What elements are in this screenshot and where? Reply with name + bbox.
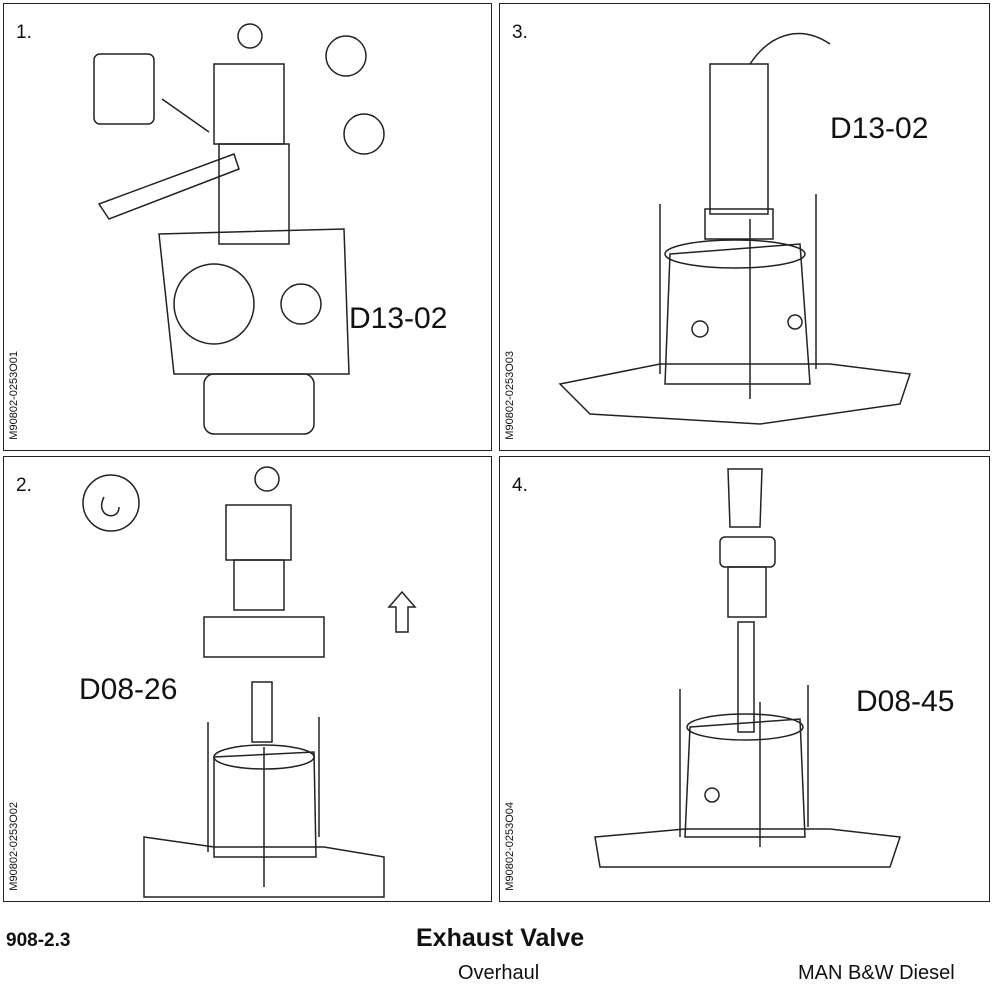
figure-panel-2: 2. D08-26 M90802-0253O02 <box>3 456 492 902</box>
figure-id: M90802-0253O02 <box>8 802 20 891</box>
valve-drawing-4 <box>594 468 902 868</box>
page-subtitle: Overhaul <box>458 962 540 984</box>
valve-drawing-3 <box>558 32 912 425</box>
figure-panel-4: 4. D08-45 M90802-0253O04 <box>499 456 990 902</box>
tool-code: D13-02 <box>349 302 448 335</box>
figure-id: M90802-0253O04 <box>504 802 516 891</box>
figure-id: M90802-0253O03 <box>504 351 516 440</box>
brand-name: MAN B&W Diesel <box>798 962 955 984</box>
valve-drawing-2 <box>82 466 417 898</box>
page-title: Exhaust Valve <box>416 924 585 952</box>
tool-code: D08-26 <box>79 673 178 706</box>
step-number: 3. <box>512 22 528 43</box>
valve-drawing-1 <box>93 23 385 435</box>
figure-id: M90802-0253O01 <box>8 351 20 440</box>
document-number: 908-2.3 <box>6 930 71 951</box>
step-number: 1. <box>16 22 32 43</box>
tool-code: D13-02 <box>830 112 929 145</box>
figure-panel-3: 3. D13-02 M90802-0253O03 <box>499 3 990 451</box>
figure-panel-1: 1. D13-02 M90802-0253O01 <box>3 3 492 451</box>
tool-code: D08-45 <box>856 685 955 718</box>
step-number: 2. <box>16 475 32 496</box>
step-number: 4. <box>512 475 528 496</box>
